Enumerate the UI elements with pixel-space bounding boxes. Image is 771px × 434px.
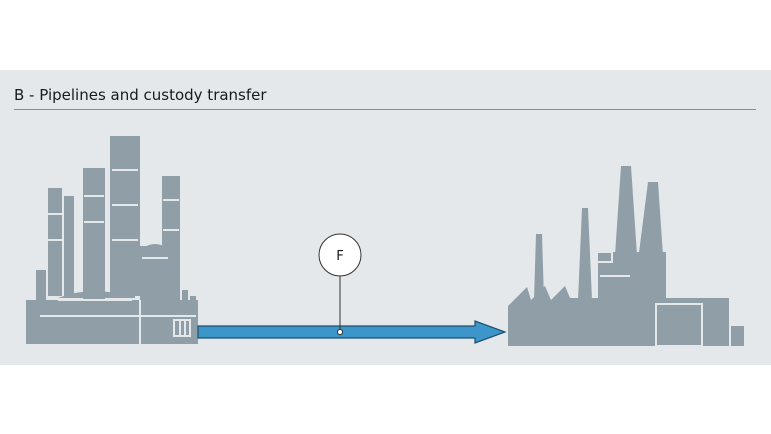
title-divider [14, 109, 756, 110]
flow-meter-icon: F [318, 233, 362, 336]
flow-meter-tap [336, 328, 344, 336]
refinery-detail-lines [40, 169, 196, 344]
flow-meter-bubble [318, 233, 362, 277]
refinery-plant-icon [26, 136, 198, 344]
factory-detail-lines [598, 251, 731, 347]
factory-plant-icon [508, 166, 744, 346]
section-title: B - Pipelines and custody transfer [14, 86, 267, 104]
pipeline-arrow [197, 320, 507, 344]
flow-meter-label: F [336, 249, 343, 264]
